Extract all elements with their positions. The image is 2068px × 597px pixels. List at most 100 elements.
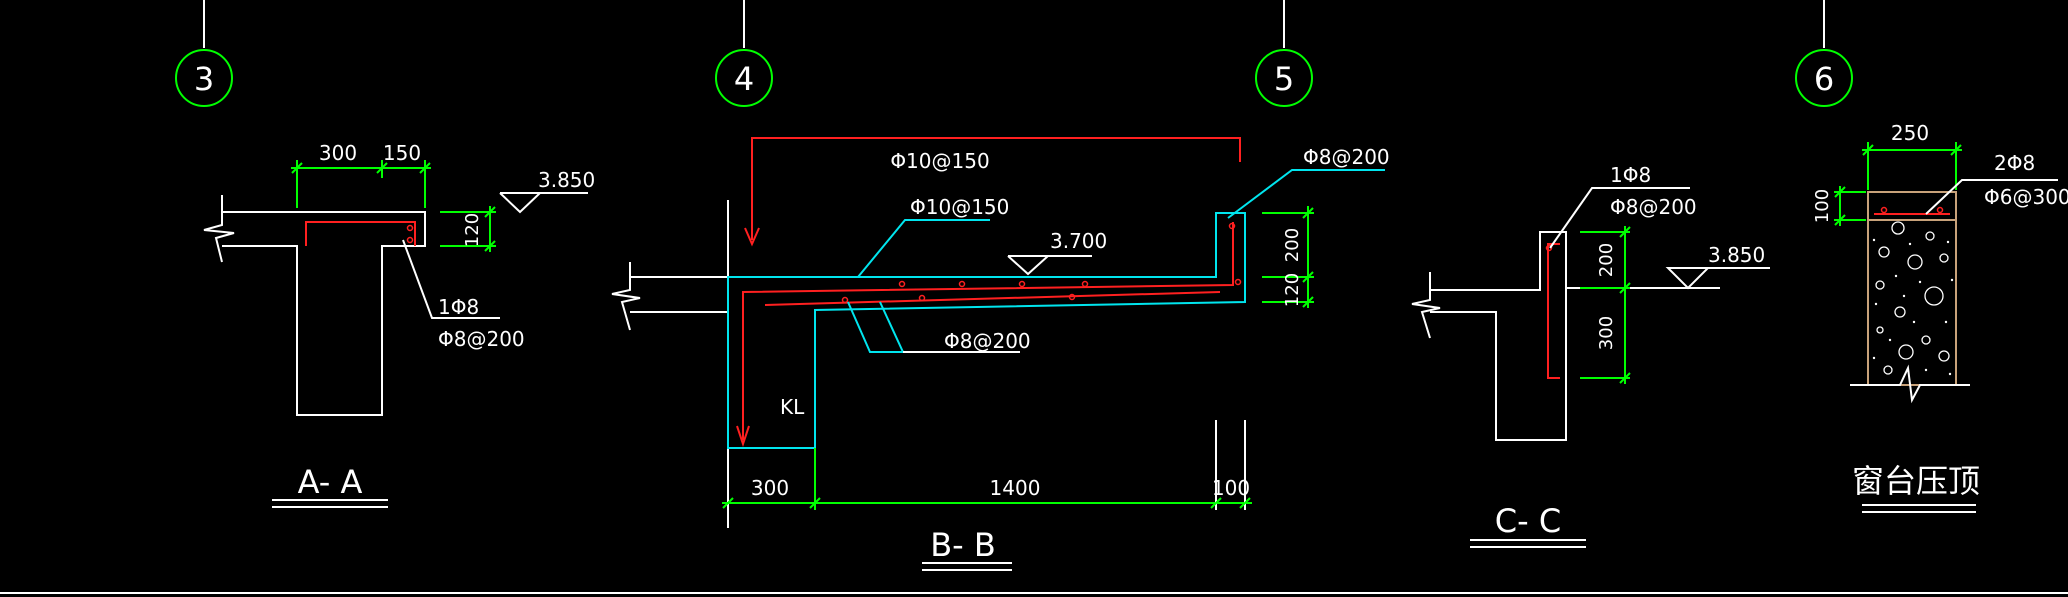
rebar-leader: [1227, 169, 1385, 219]
rebar-dot: [1228, 222, 1236, 230]
rebar-line: [305, 221, 416, 246]
rebar-label-stirrup: Φ8@200: [1610, 195, 1697, 219]
dim-tick: [809, 497, 821, 509]
rebar-line: [1547, 243, 1560, 379]
top-rebar-label: Φ10@150: [890, 149, 989, 173]
axis-label: 3: [194, 60, 214, 98]
break-line: [203, 195, 235, 263]
axis-marker-5: 5: [1255, 0, 1313, 107]
axis-bubble: [1255, 49, 1313, 107]
break-line: [1411, 272, 1441, 339]
axis-marker-6: 6: [1795, 0, 1853, 107]
elevation-text: 3.700: [1050, 229, 1107, 253]
sill-coping: [1867, 191, 1957, 221]
window-sill-detail: 250 100 2Φ8 Φ6@300 窗台压顶: [1812, 121, 2068, 513]
rebar-label-stirrup: Φ8@200: [438, 327, 525, 351]
axis-label: 5: [1274, 60, 1294, 98]
dim-tick: [1239, 497, 1251, 509]
dim-text-300: 300: [1596, 316, 1617, 350]
dim-tick: [1834, 214, 1846, 226]
mid-rebar-label: Φ10@150: [910, 195, 1009, 219]
concrete-hatch: [1875, 221, 1950, 375]
dim-tick: [484, 240, 496, 252]
section-a-a: 300 150 120 3.850 1Φ8 Φ8@200 A- A: [203, 141, 595, 508]
rebar-leader: [1925, 179, 2058, 215]
rebar-dot: [1545, 244, 1553, 252]
rebar-leader: [857, 219, 990, 278]
rebar-label-main: 1Φ8: [438, 295, 479, 319]
dim-tick: [1950, 144, 1962, 156]
slab-edge: [630, 276, 728, 313]
dim-text-150: 150: [383, 141, 421, 165]
break-line: [611, 262, 641, 331]
dim-text-120: 120: [1282, 273, 1303, 307]
dim-tick: [1619, 282, 1631, 294]
rebar-dot: [1081, 280, 1089, 288]
axis-marker-4: 4: [715, 0, 773, 107]
concrete-dots: [1872, 238, 1954, 376]
dim-tick: [722, 497, 734, 509]
beam-label: KL: [780, 395, 805, 419]
section-title: C- C: [1495, 502, 1561, 540]
rebar-arrow: [744, 227, 760, 247]
rebar-dot: [1234, 278, 1242, 286]
axis-bubble: [715, 49, 773, 107]
dim-text-250: 250: [1891, 121, 1929, 145]
elevation-marker: [1665, 267, 1770, 290]
section-b-b: Φ10@150 3.700 Φ10@150 Φ8@200 Φ8@200: [611, 137, 1390, 571]
bottom-rebar: [764, 291, 1221, 306]
rebar-dot: [958, 280, 966, 288]
dim-tick: [1619, 226, 1631, 238]
rebar-label-stirrup: Φ6@300: [1984, 185, 2068, 209]
section-title: A- A: [298, 463, 363, 501]
elevation-marker: [1007, 255, 1092, 276]
right-rebar-label: Φ8@200: [1303, 145, 1390, 169]
dim-text-300: 300: [751, 476, 789, 500]
elevation-text: 3.850: [538, 168, 595, 192]
rebar-leader: [879, 301, 904, 353]
main-rebar: [742, 222, 1234, 440]
dim-tick: [1302, 207, 1314, 219]
rebar-label-main: 1Φ8: [1610, 163, 1651, 187]
rebar-dot: [1880, 206, 1888, 214]
axis-bubble: [1795, 49, 1853, 107]
rebar-dot: [841, 296, 849, 304]
axis-bubble: [175, 49, 233, 107]
dim-tick: [1834, 186, 1846, 198]
dim-text-300: 300: [319, 141, 357, 165]
elevation-text: 3.850: [1708, 243, 1765, 267]
beam-outline: [1430, 231, 1567, 441]
dim-tick: [291, 162, 303, 174]
top-rebar: [751, 137, 1241, 240]
section-c-c: 1Φ8 Φ8@200 3.850 200 300 C- C: [1411, 163, 1770, 548]
rebar-dot: [918, 294, 926, 302]
rebar-label-main: 2Φ8: [1994, 151, 2035, 175]
elevation-marker: [499, 192, 588, 214]
dim-text-1400: 1400: [990, 476, 1041, 500]
dim-text-100: 100: [1212, 476, 1250, 500]
section-outline: [727, 212, 1246, 449]
detail-title: 窗台压顶: [1852, 462, 1980, 500]
axis-label: 6: [1814, 60, 1834, 98]
dim-text-120: 120: [462, 213, 483, 247]
rebar-dot: [406, 236, 414, 244]
rebar-arrow: [736, 425, 750, 448]
rebar-dot: [406, 224, 414, 232]
axis-marker-3: 3: [175, 0, 233, 107]
axis-label: 4: [734, 60, 754, 98]
dim-text-200: 200: [1596, 243, 1617, 277]
dim-tick: [1302, 296, 1314, 308]
dim-tick: [376, 162, 388, 174]
dim-tick: [1302, 271, 1314, 283]
dim-text-200: 200: [1282, 228, 1303, 262]
rebar-dot: [898, 280, 906, 288]
dim-text-100: 100: [1812, 189, 1833, 223]
bottom-rebar-label: Φ8@200: [944, 329, 1031, 353]
rebar-leader: [1549, 187, 1690, 249]
dim-tick: [1210, 497, 1222, 509]
beam-outline: [222, 211, 426, 416]
rebar-leader: [402, 239, 500, 319]
rebar-dot: [1936, 206, 1944, 214]
dim-tick: [484, 206, 496, 218]
